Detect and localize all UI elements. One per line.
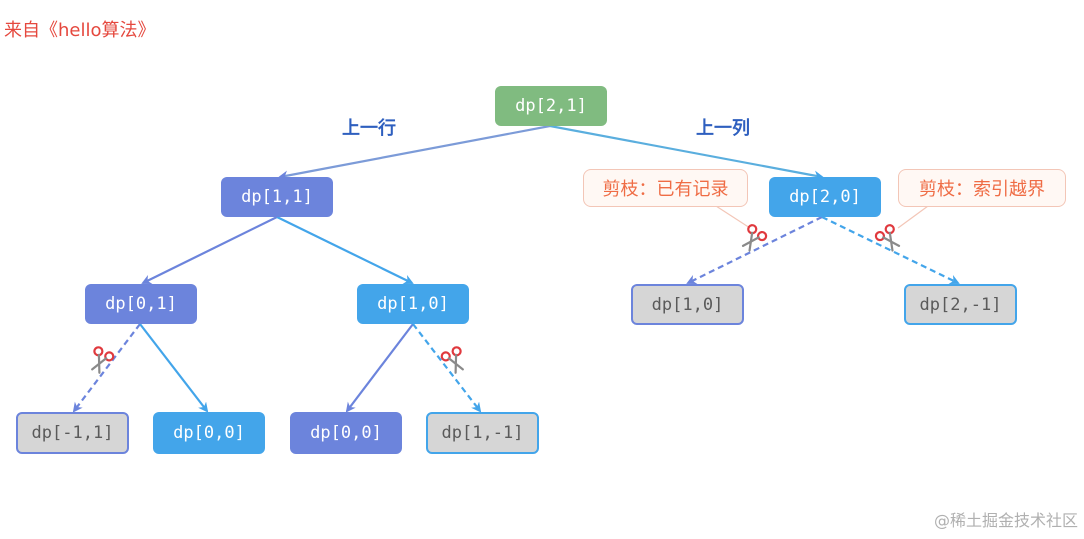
node-dp-0-1: dp[0,1] <box>85 284 197 324</box>
node-dp-1-1: dp[1,1] <box>221 177 333 217</box>
source-label: 来自《hello算法》 <box>4 20 156 41</box>
scissors-icon <box>91 346 115 374</box>
node-dp-0-0: dp[0,0] <box>153 412 265 454</box>
callout-pointer-out-of-bounds <box>897 205 929 229</box>
node-dp-1-0-pruned: dp[1,0] <box>631 284 744 325</box>
scissors-icon <box>741 224 768 252</box>
edge-label-previous-row: 上一行 <box>342 118 396 139</box>
edge-root-to-11 <box>278 124 551 181</box>
watermark: @稀土掘金技术社区 <box>933 511 1078 530</box>
node-root: dp[2,1] <box>495 86 607 126</box>
callout-pruned-out-of-bounds: 剪枝：索引越界 <box>898 169 1066 207</box>
edge-11-to-01 <box>141 216 278 284</box>
node-dp-m1-1-pruned: dp[-1,1] <box>16 412 129 454</box>
node-dp-1-0: dp[1,0] <box>357 284 469 324</box>
callout-pointer-visited <box>715 205 751 229</box>
callout-pruned-visited: 剪枝：已有记录 <box>583 169 748 207</box>
edge-20-to-10-pruned <box>686 216 823 284</box>
scissors-icon <box>874 224 901 252</box>
edge-01-to-00 <box>139 323 209 413</box>
edge-10-to-00 <box>345 323 414 413</box>
edge-11-to-10 <box>276 216 414 284</box>
node-dp-0-0: dp[0,0] <box>290 412 402 454</box>
edge-label-previous-column: 上一列 <box>696 118 750 139</box>
edge-20-to-2m1-pruned <box>821 216 960 285</box>
edge-01-to-m11-pruned <box>72 323 141 413</box>
edge-10-to-1m1-pruned <box>412 323 482 413</box>
node-dp-2-0: dp[2,0] <box>769 177 881 217</box>
node-dp-2-m1-pruned: dp[2,-1] <box>904 284 1017 325</box>
edge-root-to-20 <box>549 124 824 181</box>
scissors-icon <box>440 346 464 374</box>
node-dp-1-m1-pruned: dp[1,-1] <box>426 412 539 454</box>
